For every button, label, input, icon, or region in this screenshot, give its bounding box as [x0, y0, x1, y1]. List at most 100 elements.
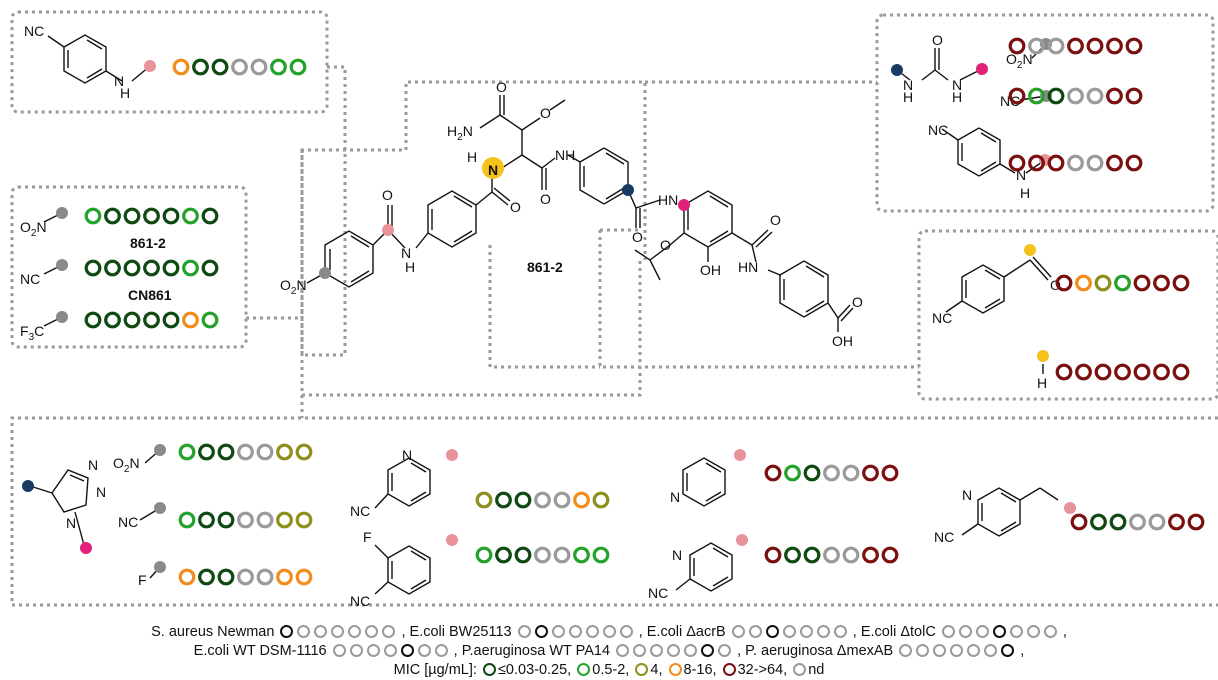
- svg-text:N: N: [401, 245, 411, 261]
- activity-circle-b_cn-2: [217, 511, 235, 529]
- svg-text:NC: NC: [350, 503, 370, 519]
- activity-circle-r_ketone-3: [1114, 274, 1131, 292]
- activity-circle-b_pyr4-0: [764, 464, 782, 482]
- legend-strain-1: S. aureus Newman: [151, 624, 275, 640]
- legend-swatch-gray: [793, 663, 807, 676]
- activity-circle-b_fcn-4: [553, 546, 571, 564]
- svg-text:OH: OH: [700, 262, 721, 278]
- activity-circle-b_cn-4: [256, 511, 274, 529]
- svg-text:NH: NH: [555, 147, 575, 163]
- activity-circle-b_no2-0: [178, 443, 196, 461]
- svg-text:O: O: [932, 32, 943, 48]
- legend-swatch-dark-green: [482, 663, 496, 676]
- box-bottom: [10, 416, 1218, 607]
- activity-circle-b_cnpyr-3: [534, 491, 551, 509]
- svg-text:NC: NC: [350, 593, 370, 609]
- activity-circle-b_cnpyr2-3: [823, 546, 840, 564]
- activity-circle-b_no2-6: [295, 443, 313, 461]
- activity-circle-b_no2-1: [198, 443, 215, 461]
- legend-strain-3: , E.coli ΔacrB: [638, 624, 726, 640]
- svg-text:NC: NC: [1000, 93, 1020, 109]
- svg-text:O: O: [540, 191, 551, 207]
- site-yellow-main: [482, 157, 504, 179]
- activity-circle-tl_cn_aniline-3: [231, 58, 248, 76]
- activity-circle-l_cf3-6: [201, 311, 219, 329]
- activity-circle-tr_cn_aniline-6: [1125, 154, 1143, 172]
- svg-text:F: F: [138, 572, 147, 588]
- activity-circle-tr_cn_aniline-1: [1028, 154, 1045, 172]
- activity-circle-b_fcn-6: [592, 546, 610, 564]
- activity-circle-l_cn-1: [104, 259, 121, 277]
- attachment-sites: [22, 38, 1076, 573]
- activity-circle-tr_cn-0: [1008, 87, 1026, 105]
- activity-circle-b_cnpyrch2-6: [1187, 513, 1205, 531]
- activity-circle-b_cnpyr2-1: [784, 546, 801, 564]
- activity-circle-tl_cn_aniline-1: [192, 58, 209, 76]
- activity-circle-r_h-1: [1075, 363, 1092, 381]
- activity-circle-r_ketone-0: [1055, 274, 1073, 292]
- svg-text:N: N: [66, 515, 76, 531]
- activity-circle-tl_cn_aniline-2: [211, 58, 229, 76]
- activity-circle-b_cn-3: [237, 511, 254, 529]
- atom-f3c-left: F3C: [20, 323, 44, 343]
- svg-text:N: N: [488, 162, 498, 178]
- activity-circle-l_cn-0: [84, 259, 102, 277]
- svg-text:N: N: [670, 489, 680, 505]
- svg-text:HN: HN: [738, 259, 758, 275]
- svg-text:O: O: [1050, 277, 1061, 293]
- connector-lines: [300, 65, 647, 357]
- activity-circle-l_cf3-2: [123, 311, 141, 329]
- activity-circle-l_cf3-4: [162, 311, 180, 329]
- activity-circle-l_cn-6: [201, 259, 219, 277]
- activity-circle-l_no2-6: [201, 207, 219, 225]
- svg-text:N: N: [1016, 167, 1026, 183]
- activity-circle-tr_no2-5: [1106, 37, 1123, 55]
- activity-circle-tr_cn-6: [1125, 87, 1143, 105]
- activity-circle-b_pyr4-2: [803, 464, 821, 482]
- activity-circle-b_cnpyrch2-5: [1168, 513, 1185, 531]
- activity-circle-l_cf3-0: [84, 311, 102, 329]
- svg-text:NC: NC: [928, 122, 948, 138]
- box-top-right: [875, 13, 1215, 213]
- activity-circle-r_h-5: [1153, 363, 1170, 381]
- activity-circle-tr_cn-1: [1028, 87, 1045, 105]
- compound-label-b: CN861: [128, 287, 172, 303]
- activity-circle-b_cnpyr2-0: [764, 546, 782, 564]
- activity-circle-b_pyr4-3: [823, 464, 840, 482]
- atom-o2n-main: O2N: [280, 277, 307, 297]
- activity-circle-tr_cn_aniline-4: [1086, 154, 1104, 172]
- activity-circle-tr_cn_aniline-3: [1067, 154, 1084, 172]
- activity-circle-l_cf3-1: [104, 311, 121, 329]
- activity-circle-b_cnpyr-1: [495, 491, 512, 509]
- atom-h2n-main: H2N: [447, 123, 473, 143]
- legend-mic-prefix: MIC [µg/mL]:: [393, 662, 477, 678]
- activity-circle-r_ketone-6: [1172, 274, 1190, 292]
- activity-circle-b_cnpyrch2-1: [1090, 513, 1107, 531]
- svg-text:O: O: [632, 229, 643, 245]
- group-boxes: [10, 10, 1218, 607]
- activity-circle-tr_cn-5: [1106, 87, 1123, 105]
- legend-strain-2: , E.coli BW25113: [401, 624, 512, 640]
- activity-rows: [84, 37, 1205, 586]
- svg-text:N: N: [903, 77, 913, 93]
- svg-text:N: N: [114, 73, 124, 89]
- site-pink-main: [678, 199, 690, 211]
- legend-swatch-orange: [668, 663, 682, 676]
- activity-circle-tr_no2-2: [1047, 37, 1065, 55]
- activity-circle-b_f-0: [178, 568, 196, 586]
- legend-strain-4: , E.coli ΔtolC: [852, 624, 936, 640]
- svg-text:O: O: [540, 105, 551, 121]
- svg-text:H: H: [467, 149, 477, 165]
- activity-circle-b_pyr4-1: [784, 464, 801, 482]
- activity-circle-b_fcn-3: [534, 546, 551, 564]
- activity-circle-b_pyr4-6: [881, 464, 899, 482]
- activity-circle-b_cn-5: [276, 511, 293, 529]
- box-left: [10, 185, 248, 349]
- activity-circle-r_ketone-5: [1153, 274, 1170, 292]
- activity-circle-l_no2-0: [84, 207, 102, 225]
- site-lightpink-main: [382, 224, 394, 236]
- activity-circle-b_cn-0: [178, 511, 196, 529]
- svg-text:H: H: [1037, 375, 1047, 391]
- svg-text:N: N: [962, 487, 972, 503]
